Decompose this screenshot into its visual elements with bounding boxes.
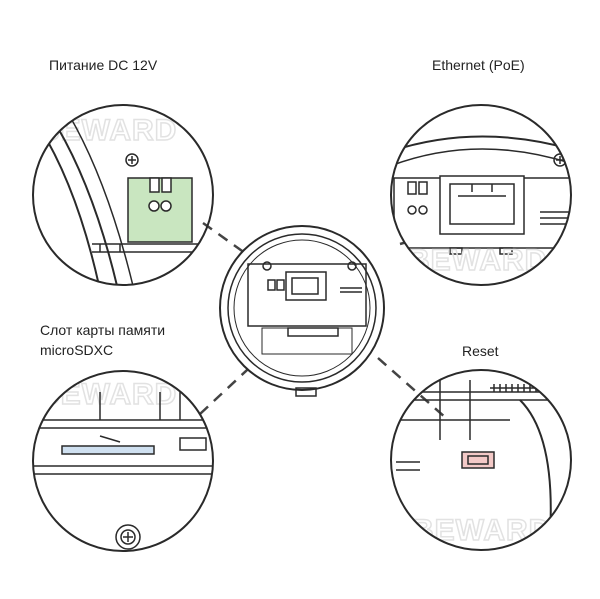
label-ethernet: Ethernet (PoE) bbox=[432, 57, 525, 73]
watermark-sd-slot: BEWARD bbox=[38, 378, 177, 411]
label-power: Питание DC 12V bbox=[49, 57, 158, 73]
detail-reset: BEWARD bbox=[390, 369, 572, 551]
label-sd-slot-line1: Слот карты памяти bbox=[40, 322, 166, 338]
detail-sd-slot: BEWARD bbox=[32, 370, 214, 552]
detail-ethernet: BEWARD bbox=[390, 104, 572, 286]
camera-board bbox=[219, 225, 385, 397]
leader-reset bbox=[377, 357, 447, 419]
leader-sd-slot bbox=[199, 355, 263, 415]
label-reset: Reset bbox=[462, 343, 499, 359]
label-sd-slot-line2: microSDXC bbox=[40, 342, 114, 358]
detail-power: BEWARD bbox=[32, 104, 214, 286]
leader-power bbox=[202, 221, 253, 260]
watermark-reset: BEWARD bbox=[412, 514, 551, 547]
